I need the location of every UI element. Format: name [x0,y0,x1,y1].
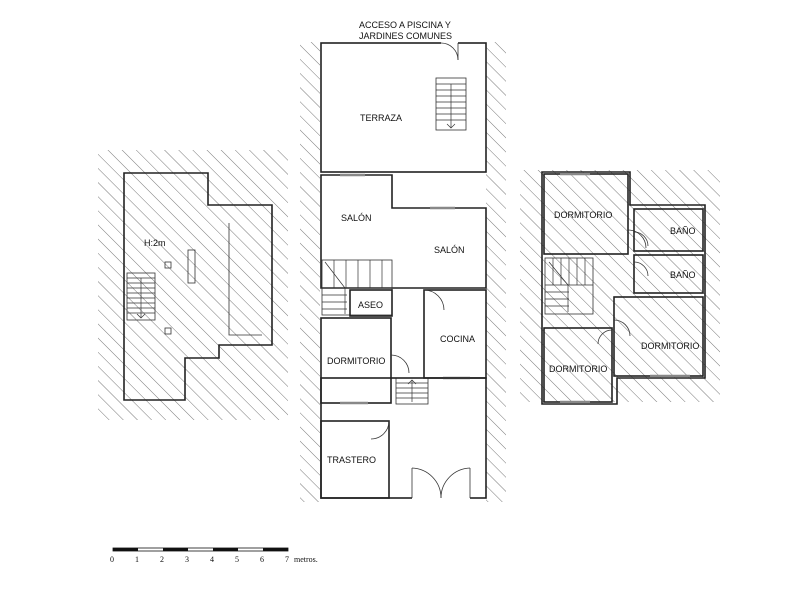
salon-room [320,174,487,289]
terraza-stairs [435,77,467,131]
roof-chimney-1 [164,261,172,269]
scale-tick-0: 0 [110,555,114,564]
dormitorio-bottom-label: DORMITORIO [549,364,607,374]
scale-unit: metros. [294,555,318,564]
hatch-middle-left [300,42,320,502]
trastero-room [320,420,390,499]
trastero-label: TRASTERO [327,455,376,465]
first-floor-stairs [544,257,594,315]
scale-bar: 0 1 2 3 4 5 6 7 metros. [110,547,318,564]
ground-stairs [321,259,393,316]
access-label-line1: ACCESO A PISCINA Y [359,20,451,30]
terraza-label: TERRAZA [360,113,402,123]
scale-tick-3: 3 [185,555,189,564]
scale-tick-1: 1 [135,555,139,564]
aseo-room [349,289,393,317]
hatch-left-roof [98,150,288,420]
bano-1-room [633,208,704,252]
roof-parapet [228,223,262,336]
roof-plan: H:2m [98,150,288,420]
bano-2-label: BAÑO [670,270,696,280]
ground-floor-plan: ACCESO A PISCINA Y JARDINES COMUNES TERR… [300,20,506,502]
scale-tick-5: 5 [235,555,239,564]
hall-stairs [395,377,429,405]
roof-skylight [187,249,196,284]
scale-tick-4: 4 [210,555,214,564]
salon-right-label: SALÓN [434,245,465,255]
lower-block [320,377,487,499]
bano-1-label: BAÑO [670,226,696,236]
scale-tick-7: 7 [285,555,289,564]
roof-stairs [126,272,156,321]
roof-height-label: H:2m [144,238,166,248]
terraza-room [320,42,487,173]
salon-left-label: SALÓN [341,213,372,223]
first-floor-outline [541,171,706,405]
roof-outline [123,172,273,401]
cocina-label: COCINA [440,334,475,344]
dormitorio-ground-label: DORMITORIO [327,356,385,366]
dormitorio-top-label: DORMITORIO [554,210,612,220]
dormitorio-right-label: DORMITORIO [641,341,699,351]
hatch-middle-right [486,42,506,502]
aseo-label: ASEO [358,300,383,310]
scale-tick-6: 6 [260,555,264,564]
bano-2-room [633,254,704,294]
entrance-doors [411,467,471,500]
first-floor-plan: DORMITORIO BAÑO BAÑO DORMITORIO [520,170,720,405]
scale-tick-2: 2 [160,555,164,564]
access-label-line2: JARDINES COMUNES [359,31,452,41]
roof-chimney-2 [164,327,172,335]
